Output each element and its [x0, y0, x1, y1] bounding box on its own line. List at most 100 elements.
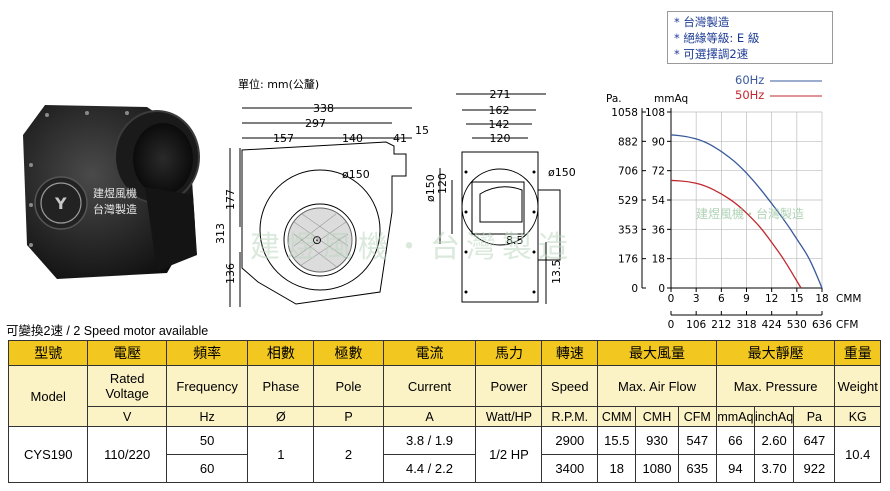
two-speed-note: 可變換2速 / 2 Speed motor available [6, 324, 209, 338]
x-tick-label-cmm: 15 [790, 293, 803, 305]
logo-ring [40, 182, 82, 224]
hub-mark: ⊙ [312, 233, 322, 247]
h-model-zh: 型號 [7, 340, 89, 366]
h-pole-en: Pole [313, 365, 384, 407]
cell-pa: 922 [793, 454, 836, 483]
h-phase-en: Phase [247, 365, 315, 407]
legend-label-60Hz: 60Hz [735, 73, 764, 87]
side-view [439, 93, 561, 304]
x-tick-label-cmm: 3 [693, 293, 700, 305]
y-tick-label-mmaq: 72 [652, 166, 665, 178]
dim-271: 271 [490, 88, 511, 101]
cell-model: CYS190 [7, 426, 89, 483]
mounting-holes [29, 111, 129, 247]
cell-cfm: 635 [677, 454, 717, 483]
y-tick-label-mmaq: 0 [658, 283, 665, 295]
y-unit-pa: Pa. [606, 93, 622, 105]
legend-label-50Hz: 50Hz [735, 88, 764, 102]
cell-voltage: 110/220 [87, 426, 167, 483]
x-tick-label-cfm: 530 [787, 319, 807, 331]
x-tick-label-cmm: 0 [668, 293, 675, 305]
dim-162: 162 [489, 104, 510, 117]
dim-13-5: 13.5 [550, 260, 563, 285]
x-tick-label-cfm: 424 [762, 319, 782, 331]
cell-mmaq: 66 [715, 426, 756, 455]
y-tick-label-mmaq: 108 [645, 107, 665, 119]
u-inchaq: inchAq [753, 406, 795, 427]
cell-power: 1/2 HP [475, 426, 543, 483]
y-tick-label-pa: 706 [618, 166, 638, 178]
y-tick-label-mmaq: 90 [652, 136, 665, 148]
dim-338: 338 [313, 102, 334, 115]
u-pa: Pa [793, 406, 836, 427]
h-pressure-en: Max. Pressure [715, 365, 836, 407]
u-mmaq: mmAq [715, 406, 756, 427]
cell-phase: 1 [247, 426, 315, 483]
chart-watermark: 建煜風機・台灣製造 [696, 206, 804, 221]
x-unit-cfm: CFM [836, 319, 858, 331]
note-two-speed: * 可選擇調2速 [674, 47, 749, 61]
side-view-holes [464, 170, 536, 294]
cell-inchaq: 3.70 [753, 454, 795, 483]
cell-inchaq: 2.60 [753, 426, 795, 455]
dim-8-5: 8.5 [506, 234, 524, 247]
dimension-drawing: 單位: mm(公釐) ⊙ 338 297 157 140 41 15 ø150 … [214, 77, 576, 307]
dim-15: 15 [415, 124, 429, 137]
y-tick-label-pa: 0 [631, 283, 638, 295]
u-power: Watt/HP [475, 406, 543, 427]
notes-box: * 台灣製造 * 絕緣等級: E 級 * 可選擇調2速 [667, 11, 833, 64]
y-unit-mmaq: mmAq [654, 93, 688, 105]
h-voltage-en-2: Voltage [105, 386, 149, 401]
u-speed: R.P.M. [541, 406, 599, 427]
cell-mmaq: 94 [715, 454, 756, 483]
h-airflow-en: Max. Air Flow [597, 365, 717, 407]
cell-cmm: 18 [597, 454, 637, 483]
table-row: 60 4.4 / 2.2 3400 18 1080 635 94 3.70 92… [9, 454, 881, 483]
cell-cfm: 547 [677, 426, 717, 455]
dim-phi150-vertical: ø150 [424, 174, 437, 202]
cell-current: 3.8 / 1.9 [382, 426, 477, 455]
chart-grid [671, 111, 823, 288]
y-tick-label-mmaq: 18 [652, 254, 665, 266]
h-voltage-zh: 電壓 [87, 340, 167, 366]
x-tick-label-cmm: 9 [743, 293, 750, 305]
series-line-60Hz [670, 134, 823, 289]
u-cmm: CMM [597, 406, 637, 427]
y-tick-label-pa: 176 [618, 254, 638, 266]
x-tick-label-cmm: 6 [718, 293, 725, 305]
table-row: CYS190 110/220 50 1 2 3.8 / 1.9 1/2 HP 2… [7, 426, 881, 483]
x-unit-cmm: CMM [836, 293, 861, 305]
u-phase: Ø [247, 406, 315, 427]
cell-frequency: 50 [165, 426, 249, 455]
outlet-opening [133, 123, 193, 195]
y-tick-label-pa: 1058 [611, 107, 638, 119]
x-tick-label-cfm: 636 [812, 319, 832, 331]
cell-cmh: 1080 [635, 454, 679, 483]
dim-136: 136 [224, 263, 237, 284]
dim-120-vertical: 120 [436, 173, 449, 194]
dim-41: 41 [393, 132, 407, 145]
dim-142: 142 [489, 118, 510, 131]
dim-140: 140 [342, 132, 363, 145]
product-photo: Y 建煜風機 台灣製造 [23, 105, 200, 279]
cell-cmh: 930 [635, 426, 679, 455]
front-view-hatch [293, 213, 349, 269]
spec-table: 型號 電壓 頻率 相數 極數 電流 馬力 轉速 最大風量 最大靜壓 重量 Mod… [7, 340, 881, 483]
y-tick-label-mmaq: 36 [652, 224, 666, 236]
u-frequency: Hz [165, 406, 249, 427]
u-weight: KG [834, 406, 881, 427]
h-weight-zh: 重量 [834, 340, 881, 366]
logo-y: Y [54, 194, 67, 213]
cell-pole: 2 [313, 426, 384, 483]
x-tick-label-cfm: 212 [711, 319, 731, 331]
note-made-in-taiwan: * 台灣製造 [674, 15, 730, 29]
h-speed-zh: 轉速 [541, 340, 599, 366]
x-tick-label-cfm: 106 [686, 319, 706, 331]
cell-cmm: 15.5 [597, 426, 637, 455]
u-voltage: V [87, 406, 167, 427]
cell-speed: 2900 [541, 426, 599, 455]
